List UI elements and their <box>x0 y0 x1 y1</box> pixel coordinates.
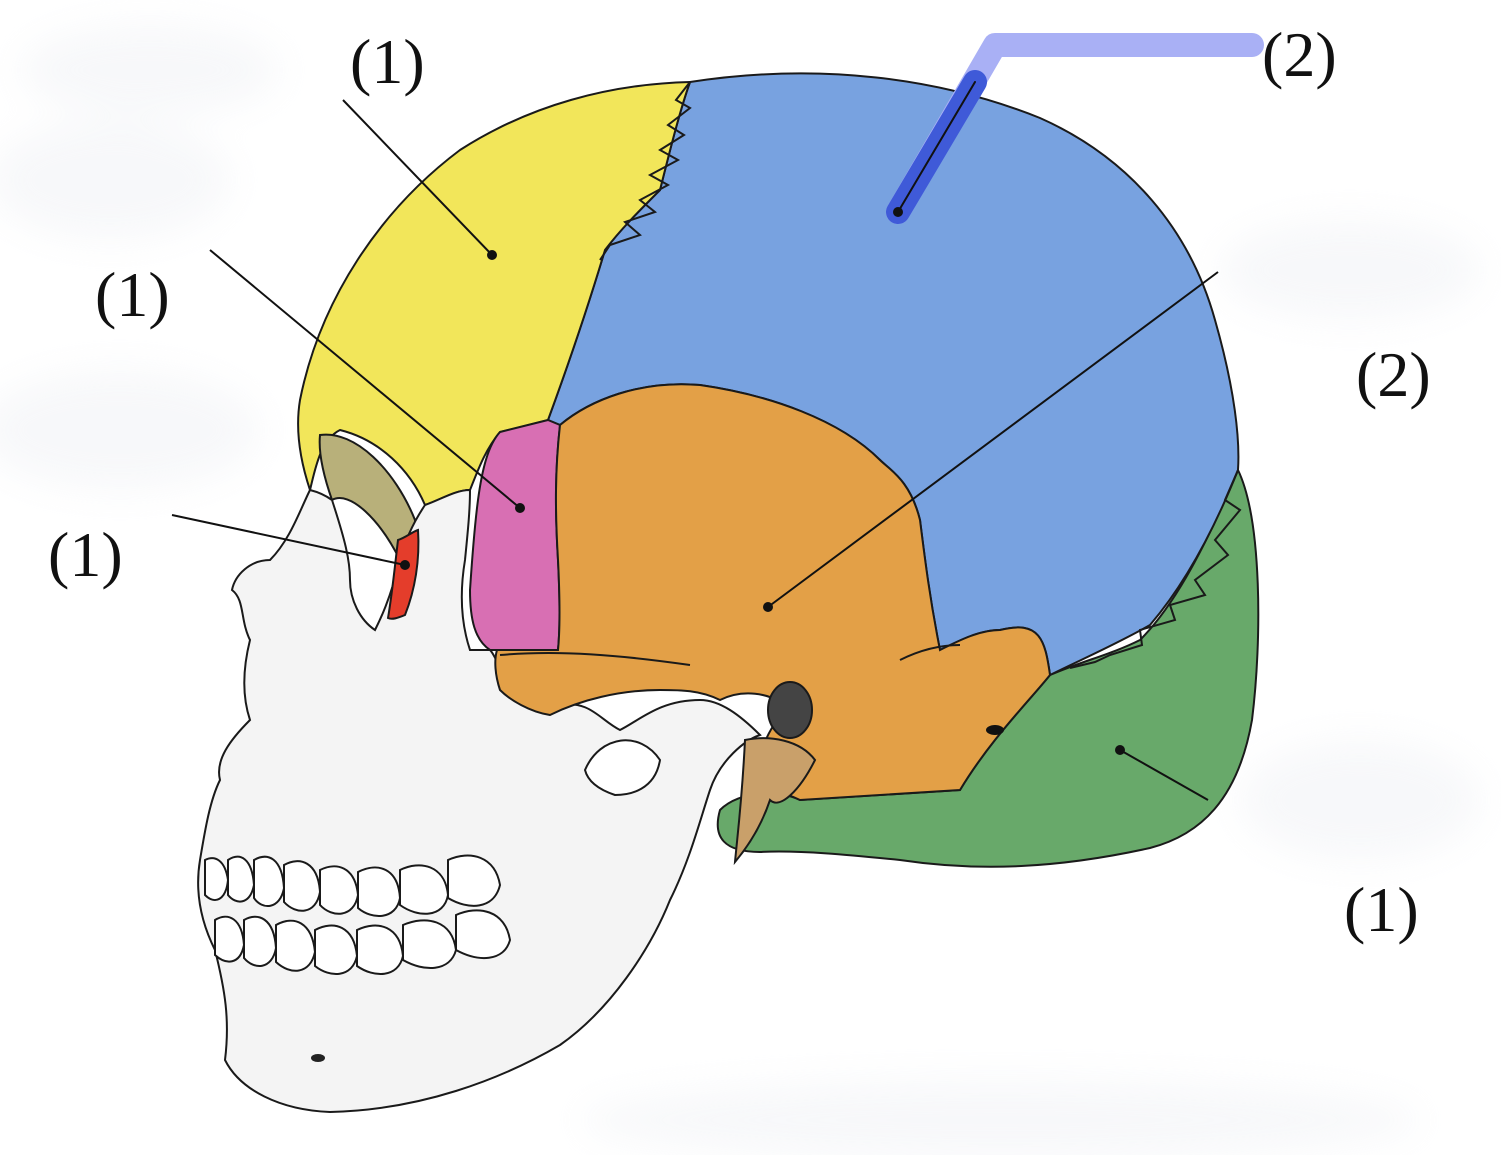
mandibular-notch <box>583 739 662 797</box>
dot-occipital <box>1115 745 1125 755</box>
leader-lines <box>171 99 1219 801</box>
mental-foramen <box>311 1054 325 1062</box>
frontal-bone <box>297 80 692 507</box>
leader-sphenoid <box>209 249 521 509</box>
leader-frontal <box>342 99 493 256</box>
styloid-process <box>733 737 817 866</box>
ear-canal-icon <box>767 681 813 739</box>
leader-temporal <box>767 271 1219 608</box>
leader-lacrimal <box>171 514 406 566</box>
leader-dots <box>400 207 1125 755</box>
dot-parietal <box>893 207 903 217</box>
leader-occipital <box>1119 749 1209 801</box>
parietal-highlight-leader <box>886 33 1264 224</box>
callout-occipital: (1) <box>1344 874 1419 945</box>
mastoid-foramen <box>986 725 1004 735</box>
occipital-bone <box>716 467 1260 868</box>
lacrimal-bone <box>386 528 420 620</box>
dot-lacrimal <box>400 560 410 570</box>
zygomatic-arch <box>499 652 691 666</box>
teeth <box>204 854 512 976</box>
dot-temporal <box>763 602 773 612</box>
temporal-ridge <box>899 644 961 661</box>
lambdoid-suture <box>1069 469 1242 669</box>
callout-parietal: (2) <box>1262 19 1337 90</box>
callout-lacrimal: (1) <box>48 519 123 590</box>
background-smudges <box>0 25 1480 1160</box>
dot-sphenoid <box>515 503 525 513</box>
callout-sphenoid: (1) <box>95 259 170 330</box>
callout-frontal: (1) <box>350 26 425 97</box>
dot-frontal <box>487 250 497 260</box>
coronal-suture <box>599 81 692 261</box>
callout-temporal: (2) <box>1356 339 1431 410</box>
